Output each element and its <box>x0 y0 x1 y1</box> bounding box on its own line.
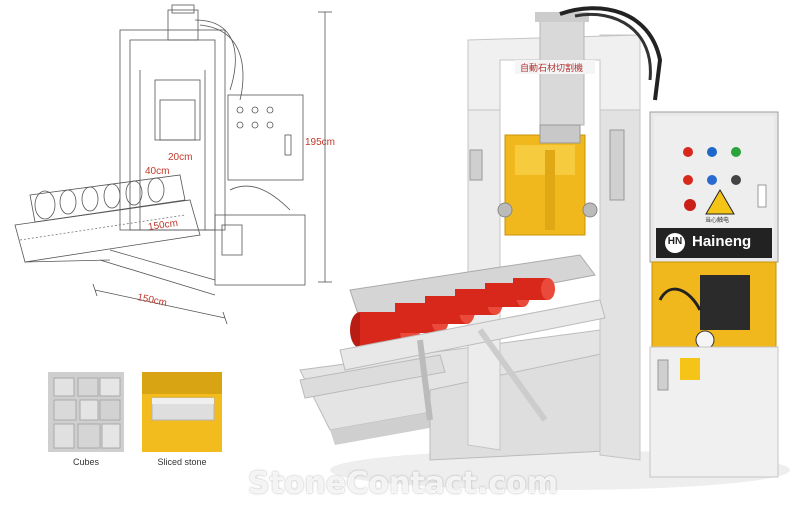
sample-sliced-photo <box>142 372 222 452</box>
machine-header-text: 自動石材切割機 <box>520 64 584 74</box>
warning-label: 当心触电 <box>705 217 730 224</box>
machine-photo <box>299 6 790 490</box>
caption-sliced-stone: Sliced stone <box>157 457 207 467</box>
brand-logo-icon: HN <box>667 236 683 247</box>
dimension-blade-label: 20cm <box>168 152 193 163</box>
caption-cubes: Cubes <box>72 457 99 467</box>
line-drawing <box>14 4 332 325</box>
watermark: StoneContact.com <box>248 466 559 501</box>
sample-cubes-photo <box>48 372 124 452</box>
dimension-height-label: 195cm <box>305 137 336 148</box>
dimension-conveyor-label: 40cm <box>145 166 170 177</box>
brand-name: Haineng <box>692 233 752 250</box>
